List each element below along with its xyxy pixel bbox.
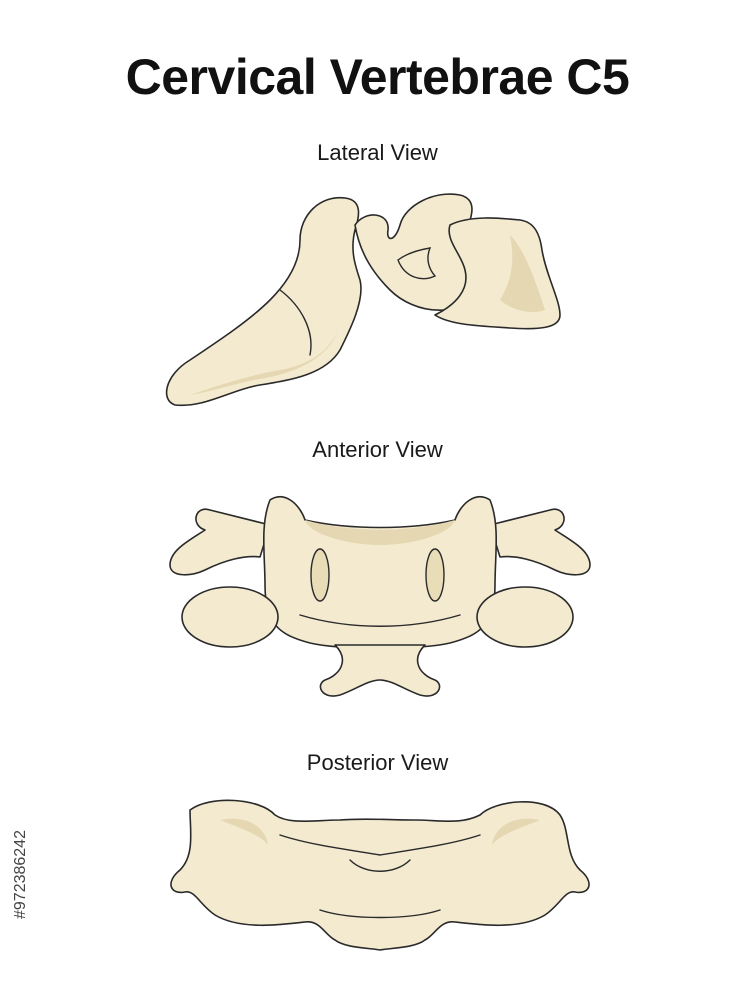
stock-image-id: #972386242 (12, 830, 29, 920)
posterior-lamina (170, 799, 590, 951)
lateral-view-vertebra (165, 193, 561, 407)
lateral-view-caption: Lateral View (317, 140, 438, 165)
anterior-left-foramen (310, 548, 330, 602)
anterior-right-transverse-process (489, 508, 591, 576)
anterior-view-caption: Anterior View (312, 437, 443, 462)
posterior-view-vertebra (170, 799, 590, 951)
anterior-left-transverse-process (169, 508, 271, 576)
lateral-spinous-process (165, 197, 362, 407)
anterior-left-facet (181, 586, 279, 648)
anterior-inferior-process (319, 644, 441, 697)
posterior-view-caption: Posterior View (306, 750, 449, 775)
diagram-title: Cervical Vertebrae C5 (125, 49, 630, 105)
anterior-vertebral-body (262, 496, 498, 650)
anterior-right-foramen (425, 548, 445, 602)
anterior-view-vertebra (169, 496, 591, 697)
anterior-right-facet (476, 586, 574, 648)
